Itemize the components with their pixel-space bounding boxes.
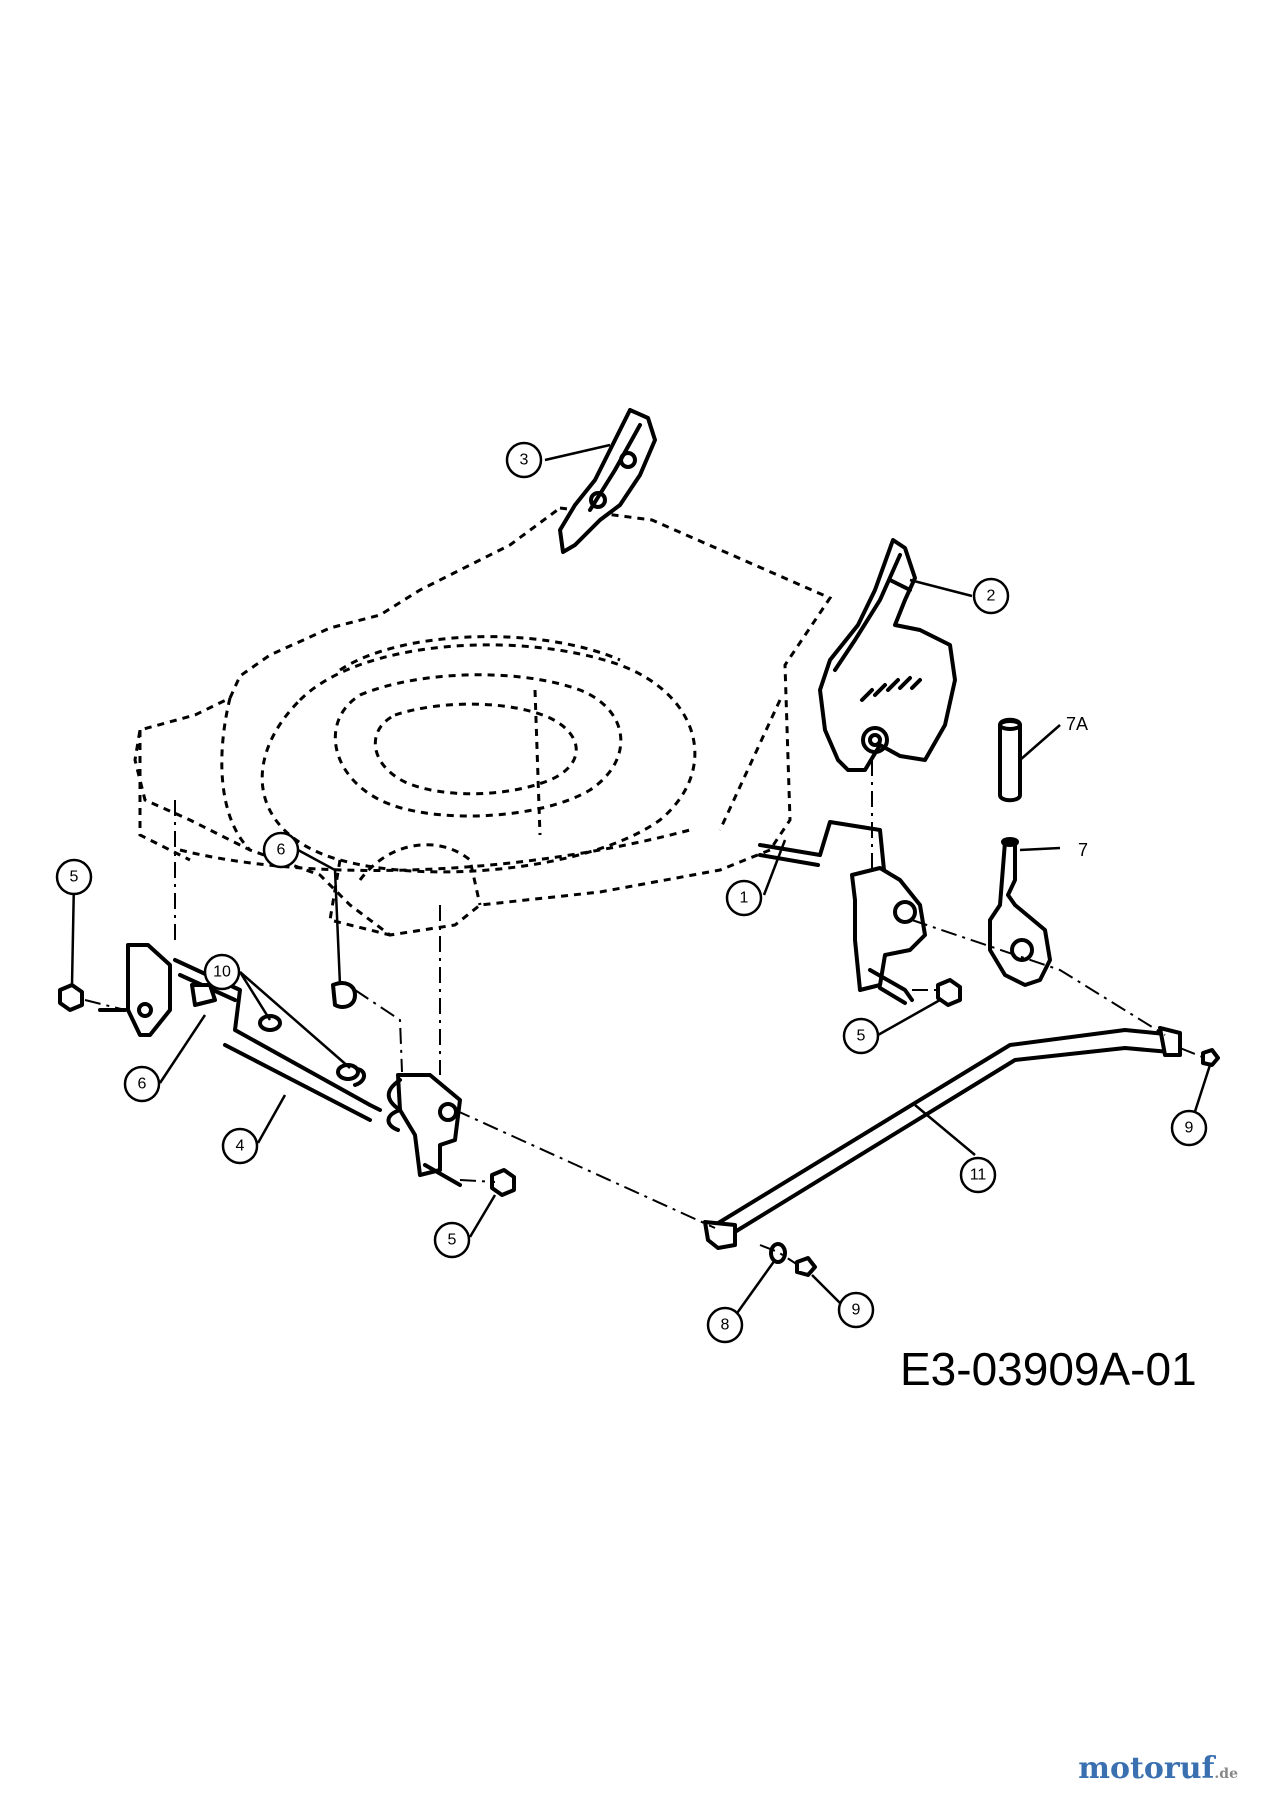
screw-9b	[795, 1256, 817, 1277]
svg-text:6: 6	[277, 842, 286, 859]
svg-text:5: 5	[857, 1028, 866, 1045]
callout-5-left: 5	[55, 858, 93, 896]
washer-8	[769, 1242, 787, 1264]
front-height-adjuster-2	[818, 538, 957, 772]
callout-1: 1	[725, 879, 763, 917]
nut-5a	[58, 983, 84, 1012]
callout-6-left: 6	[123, 1065, 161, 1103]
callout-10: 10	[203, 953, 241, 991]
clip-6a	[331, 981, 357, 1009]
svg-text:3: 3	[520, 452, 529, 469]
mower-deck	[133, 506, 833, 937]
screw-9a	[1201, 1048, 1220, 1067]
callout-2: 2	[972, 577, 1010, 615]
svg-text:9: 9	[1185, 1120, 1194, 1137]
svg-text:11: 11	[970, 1167, 987, 1184]
callout-6-top: 6	[262, 831, 300, 869]
rear-height-bracket-3	[558, 408, 657, 554]
svg-text:1: 1	[740, 890, 749, 907]
nut-5c	[490, 1168, 516, 1197]
svg-text:6: 6	[138, 1076, 147, 1093]
rear-axle-4	[98, 943, 462, 1187]
lever-7	[988, 837, 1052, 987]
svg-text:10: 10	[213, 964, 231, 981]
pin-7a	[998, 717, 1022, 803]
front-axle-1	[758, 820, 927, 1005]
callout-7: 7	[1078, 840, 1088, 860]
brand-name: motoruf	[1078, 1751, 1215, 1786]
callout-4: 4	[221, 1127, 259, 1165]
svg-text:5: 5	[70, 869, 79, 886]
drawing-code: E3-03909A-01	[900, 1343, 1197, 1395]
callout-5-rear: 5	[433, 1221, 471, 1259]
brand-suffix: .de	[1214, 1766, 1238, 1782]
svg-text:5: 5	[448, 1232, 457, 1249]
svg-text:8: 8	[721, 1317, 730, 1334]
svg-text:2: 2	[987, 588, 996, 605]
svg-text:9: 9	[852, 1302, 861, 1319]
nut-5b	[936, 978, 962, 1007]
brand-logo: motoruf.de	[1078, 1751, 1238, 1786]
callout-7a: 7A	[1066, 714, 1088, 734]
callout-8: 8	[706, 1306, 744, 1344]
callout-9-bottom: 9	[837, 1291, 875, 1329]
hardware	[58, 978, 1220, 1277]
assembly-lines	[84, 760, 1206, 1266]
callout-5-front: 5	[842, 1017, 880, 1055]
callout-3: 3	[505, 441, 543, 479]
clip-6b	[190, 983, 217, 1007]
callout-11: 11	[959, 1156, 997, 1194]
callout-9-right: 9	[1170, 1109, 1208, 1147]
svg-text:4: 4	[236, 1138, 245, 1155]
connecting-bar-11	[703, 1026, 1182, 1250]
bushing-10a	[258, 1014, 282, 1032]
